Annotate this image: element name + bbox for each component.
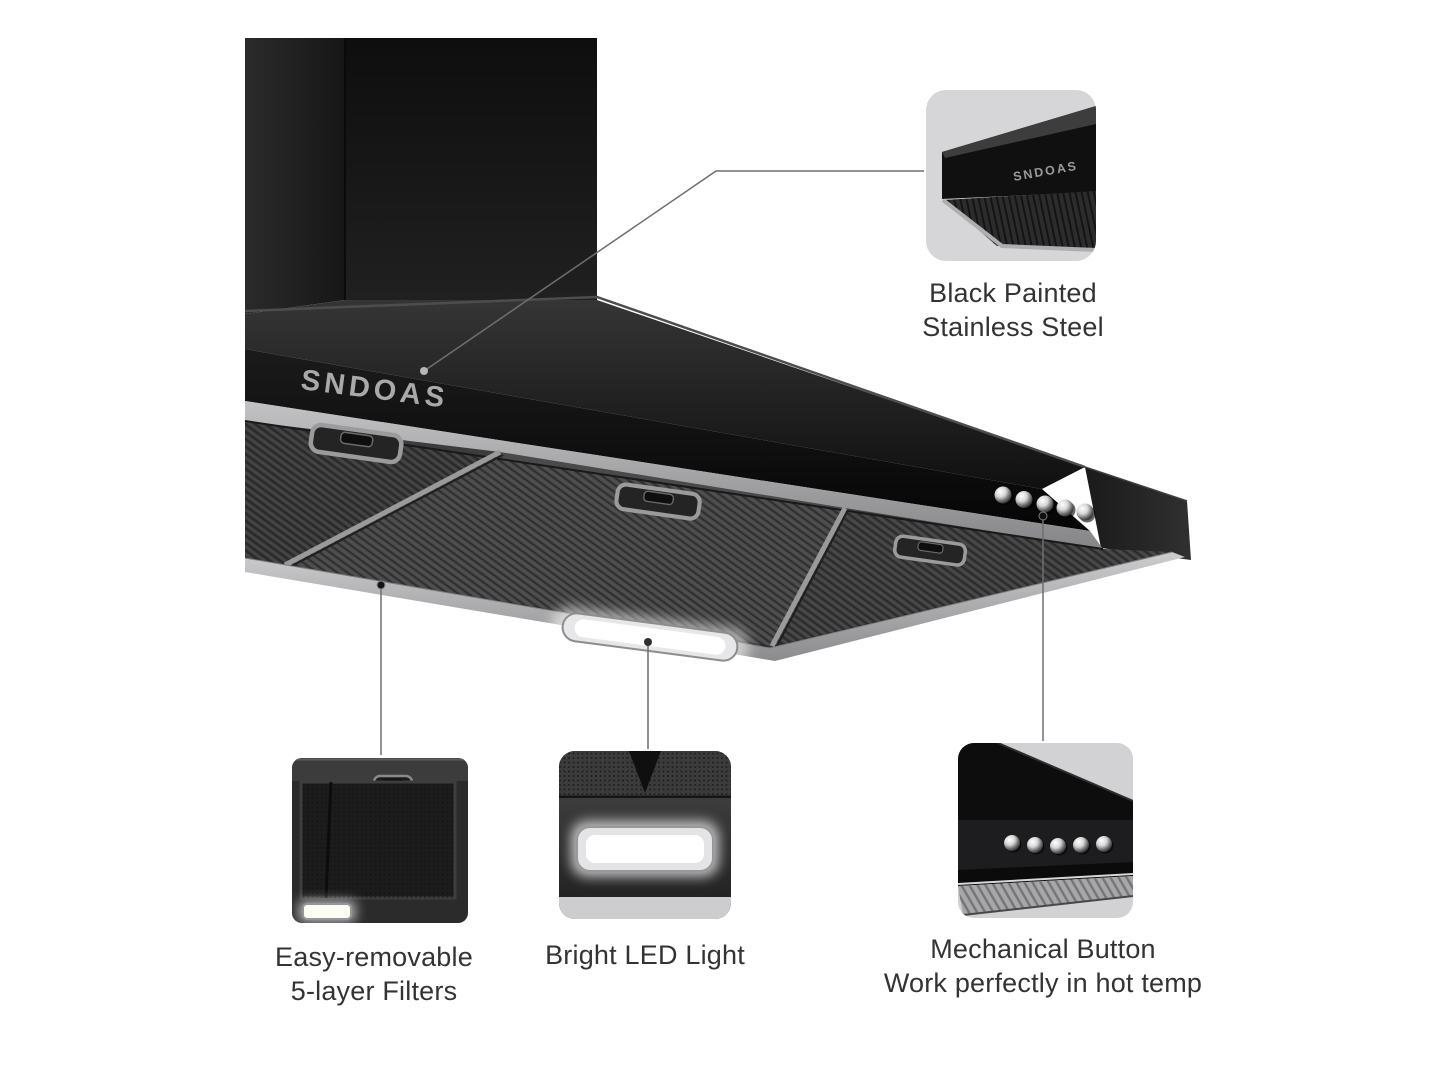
filter-latch-left bbox=[308, 422, 404, 465]
caption-filters-line1: Easy-removable bbox=[275, 942, 473, 972]
caption-buttons-line1: Mechanical Button bbox=[930, 934, 1156, 964]
inset-steel-tile: SNDOAS bbox=[926, 90, 1096, 261]
hood-underside-filters bbox=[244, 420, 1172, 649]
caption-led-line1: Bright LED Light bbox=[545, 940, 745, 970]
hood-end-cap bbox=[1085, 467, 1191, 560]
hood-control-buttons bbox=[994, 486, 1096, 523]
callout-line-steel bbox=[423, 170, 924, 372]
caption-buttons-line2: Work perfectly in hot temp bbox=[883, 968, 1203, 998]
callout-dot-steel bbox=[420, 367, 428, 375]
hood-chimney bbox=[245, 38, 597, 314]
caption-steel-line2: Stainless Steel bbox=[922, 312, 1104, 342]
filter-divider-left bbox=[283, 449, 502, 568]
callout-lines bbox=[380, 170, 1044, 755]
hood-led-light bbox=[550, 606, 750, 668]
speed-low-button bbox=[1015, 491, 1033, 508]
inset-control-buttons bbox=[1004, 835, 1114, 856]
filter-divider-right bbox=[769, 506, 848, 648]
canopy-slope-face bbox=[245, 300, 1085, 489]
callout-dot-buttons bbox=[1038, 511, 1048, 521]
light-button bbox=[1076, 503, 1094, 521]
caption-buttons: Mechanical Button Work perfectly in hot … bbox=[868, 932, 1218, 1000]
speed-mid-button bbox=[1036, 495, 1054, 513]
hood-trim-strip bbox=[245, 401, 1103, 549]
canopy-ridge-highlight bbox=[244, 295, 1086, 469]
inset-filter-led bbox=[302, 903, 352, 920]
chimney-left-face bbox=[245, 38, 345, 314]
hood-canopy: SNDOAS bbox=[244, 295, 1191, 560]
filter-latch-middle bbox=[614, 482, 702, 521]
caption-led: Bright LED Light bbox=[495, 938, 795, 972]
hood-front-band bbox=[245, 349, 1090, 531]
inset-led-bulb bbox=[586, 835, 704, 863]
caption-steel: Black Painted Stainless Steel bbox=[863, 276, 1163, 344]
end-cap-edge bbox=[1084, 466, 1188, 502]
inset-buttons-tile bbox=[958, 743, 1133, 918]
inset-filters-tile bbox=[292, 758, 468, 923]
speed-high-button bbox=[1056, 499, 1074, 517]
caption-steel-line1: Black Painted bbox=[929, 278, 1097, 308]
caption-filters: Easy-removable 5-layer Filters bbox=[224, 940, 524, 1008]
filter-mesh-texture bbox=[245, 421, 1172, 648]
power-button bbox=[994, 486, 1012, 504]
callout-dot-led bbox=[644, 638, 652, 646]
filter-latch-right bbox=[892, 534, 968, 567]
chimney-front-face bbox=[345, 38, 597, 300]
caption-filters-line2: 5-layer Filters bbox=[290, 976, 458, 1006]
inset-led-tile bbox=[559, 751, 731, 919]
callout-dot-filters bbox=[376, 580, 386, 590]
